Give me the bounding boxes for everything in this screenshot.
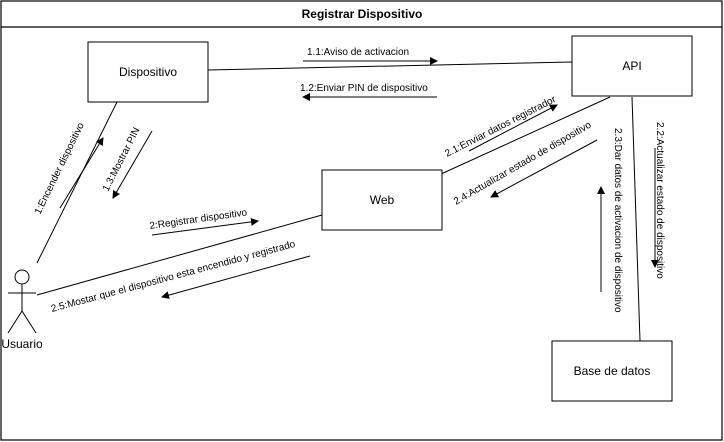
message-label-m2-2: 2.2:Actualizar estado de dispositivo [654,122,665,279]
link-usuario-dispositivo [36,99,119,264]
link-usuario-web [36,214,323,296]
message-label-m1: 1:Encender dispositivo [33,121,87,217]
object-base-de-datos-box[interactable] [551,340,673,402]
object-dispositivo-box[interactable] [87,41,209,103]
actor-usuario[interactable] [7,269,37,334]
link-api-basededatos [631,96,641,342]
arrow-m2-5 [161,255,311,299]
object-api[interactable]: API [571,35,693,97]
arrow-m1 [59,137,104,209]
message-label-m2-5: 2.5:Mostar que el dispositivo esta encen… [50,239,297,315]
actor-leg-right [21,310,37,334]
message-arrows [59,57,659,299]
actor-leg-left [7,310,23,334]
object-api-box[interactable] [571,35,693,97]
arrow-m2-1 [468,104,558,152]
arrow-m1-3 [112,130,153,199]
arrow-m2 [151,217,259,236]
actor-usuario-label: Usuario [1,337,43,351]
object-api-label: API [622,59,641,73]
object-dispositivo[interactable]: Dispositivo [87,41,209,103]
association-links [36,61,641,342]
diagram-title: Registrar Dispositivo [302,7,423,21]
link-dispositivo-api [207,61,573,71]
link-web-api [440,96,611,175]
message-label-m1-1: 1.1:Aviso de activacion [307,47,409,58]
message-label-m2: 2:Registrar dispositivo [149,207,248,232]
message-label-m1-2: 1.2:Enviar PIN de dispositivo [300,83,428,94]
object-dispositivo-label: Dispositivo [119,65,177,79]
object-web[interactable]: Web [321,169,443,231]
arrow-m2-4 [490,139,598,198]
message-label-m2-3: 2.3:Dar datos de activacion de dispositi… [612,128,623,313]
message-label-m2-4: 2.4:Actualizar estado de dispositivo [452,119,594,207]
object-base-de-datos-label: Base de datos [574,364,651,378]
object-web-box[interactable] [321,169,443,231]
object-web-label: Web [370,193,395,207]
actor-head [14,269,30,285]
object-base-de-datos[interactable]: Base de datos [551,340,673,402]
